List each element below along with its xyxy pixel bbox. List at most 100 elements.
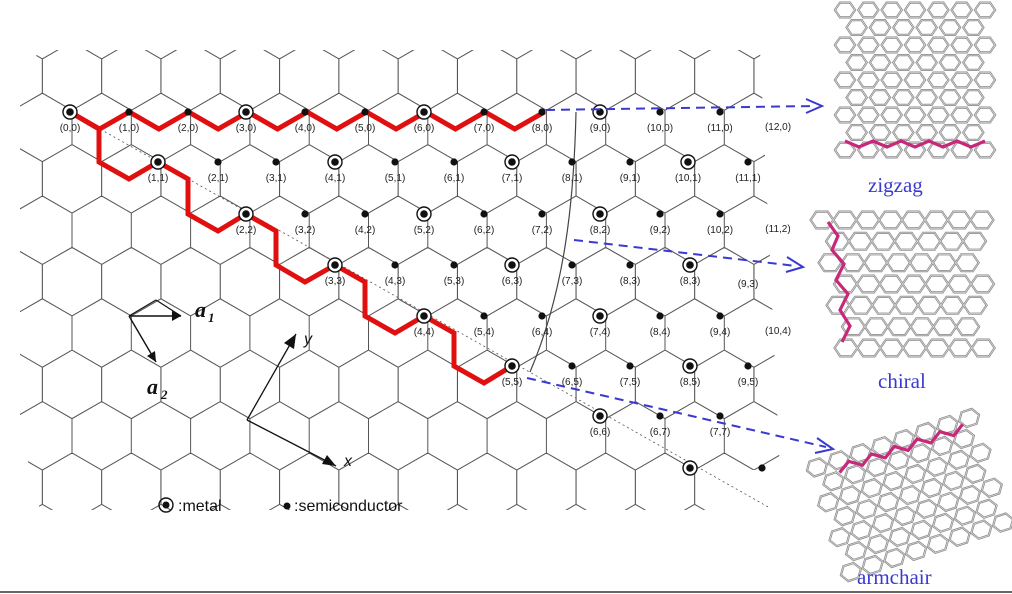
lattice-point: (5,3) bbox=[444, 261, 465, 287]
metal-point-dot bbox=[596, 412, 604, 420]
lattice-point-label: (6,5) bbox=[562, 377, 583, 388]
tube-wall-highlight bbox=[834, 2, 996, 158]
lattice-point-label: (7,3) bbox=[562, 276, 583, 287]
lattice-point: (11,0) bbox=[707, 108, 733, 134]
semiconductor-point-dot bbox=[716, 312, 724, 320]
cutting-curve bbox=[529, 111, 577, 373]
lattice-point-label: (6,3) bbox=[502, 276, 523, 287]
lattice-point-label: (9,1) bbox=[620, 173, 641, 184]
semiconductor-point-dot bbox=[214, 158, 222, 166]
metal-point-dot bbox=[331, 261, 339, 269]
lattice-point-label: (3,0) bbox=[236, 123, 257, 134]
lattice-point-label: (8,5) bbox=[680, 377, 701, 388]
metal-point-dot bbox=[508, 261, 516, 269]
lattice-point-label: (7,4) bbox=[590, 327, 611, 338]
a2-arrowhead bbox=[147, 351, 156, 362]
lattice-point-label: (1,0) bbox=[119, 123, 140, 134]
lattice-point-label: (4,0) bbox=[295, 123, 316, 134]
lattice-point-label: (5,0) bbox=[355, 123, 376, 134]
tube-wall-highlight bbox=[806, 408, 1012, 582]
lattice-point: (4,0) bbox=[295, 108, 316, 134]
lattice-point-label: (11,0) bbox=[707, 123, 732, 134]
semiconductor-point-dot bbox=[656, 312, 664, 320]
armchair-guide-line bbox=[69, 111, 771, 509]
lattice-point: (7,0) bbox=[474, 108, 495, 134]
a2-subscript: 2 bbox=[160, 387, 168, 402]
lattice-point: (10,0) bbox=[647, 108, 673, 134]
chiral-label: chiral bbox=[878, 369, 926, 393]
lattice-point-label: (10,4) bbox=[765, 326, 791, 337]
metal-point-dot bbox=[242, 108, 250, 116]
lattice-point-label: (8,3) bbox=[680, 276, 701, 287]
unit-vectors: a 1 a 2 bbox=[128, 297, 215, 402]
semiconductor-point-dot bbox=[758, 464, 766, 472]
zigzag-arrowhead bbox=[805, 98, 825, 114]
lattice-point: (6,7) bbox=[650, 412, 670, 438]
lattice-point: (7,5) bbox=[620, 362, 640, 388]
lattice-point-label: (6,4) bbox=[532, 327, 553, 338]
armchair-arrow bbox=[526, 377, 827, 448]
graphene-lattice bbox=[20, 50, 780, 510]
lattice-point: (10,2) bbox=[707, 210, 733, 236]
armchair-arrowhead bbox=[814, 437, 836, 454]
x-axis-label: x bbox=[343, 453, 353, 470]
metal-point-dot bbox=[686, 261, 694, 269]
lattice-point-label: (7,0) bbox=[474, 123, 495, 134]
lattice-point: (8,0) bbox=[532, 108, 552, 134]
semiconductor-point-dot bbox=[538, 108, 546, 116]
lattice-point: (12,0) bbox=[765, 122, 791, 133]
lattice-point: (2,2) bbox=[236, 206, 256, 236]
lattice-point: (2,1) bbox=[208, 158, 228, 184]
lattice-point-label: (11,1) bbox=[735, 173, 760, 184]
semiconductor-point-dot bbox=[656, 412, 664, 420]
lattice-point-label: (5,3) bbox=[444, 276, 465, 287]
lattice-point: (7,3) bbox=[562, 261, 583, 287]
lattice-point: (9,1) bbox=[620, 158, 641, 184]
chiral-arrow bbox=[573, 239, 797, 267]
armchair-edge-path bbox=[68, 109, 514, 386]
semiconductor-point-dot bbox=[272, 158, 280, 166]
semiconductor-point-dot bbox=[626, 362, 634, 370]
metal-point-dot bbox=[508, 158, 516, 166]
zigzag-nanotube-image bbox=[833, 1, 997, 159]
lattice-point-label: (6,2) bbox=[474, 225, 495, 236]
lattice-point: (6,6) bbox=[590, 408, 610, 438]
zigzag-arrow bbox=[545, 105, 816, 111]
lattice-point: (5,1) bbox=[385, 158, 405, 184]
lattice-point bbox=[758, 464, 766, 472]
lattice-point: (4,3) bbox=[385, 261, 406, 287]
semiconductor-point-dot bbox=[656, 210, 664, 218]
lattice-point: (6,0) bbox=[414, 104, 434, 134]
semiconductor-point-dot bbox=[716, 108, 724, 116]
semiconductor-point-dot bbox=[626, 158, 634, 166]
lattice-point: (8,2) bbox=[590, 206, 610, 236]
lattice-point: (7,2) bbox=[532, 210, 552, 236]
lattice-point: (6,3) bbox=[502, 257, 523, 287]
lattice-point-label: (9,0) bbox=[590, 123, 611, 134]
lattice-point: (11,1) bbox=[735, 158, 761, 184]
semiconductor-point-dot bbox=[568, 158, 576, 166]
lattice-point: (4,2) bbox=[355, 210, 376, 236]
metal-point-dot bbox=[686, 464, 694, 472]
semiconductor-point-dot bbox=[538, 210, 546, 218]
lattice-point: (9,3) bbox=[738, 279, 759, 290]
semiconductor-point-dot bbox=[568, 362, 576, 370]
semiconductor-point-dot bbox=[538, 312, 546, 320]
lattice-point-label: (10,1) bbox=[675, 173, 701, 184]
lattice-point-label: (4,3) bbox=[385, 276, 406, 287]
lattice-point: (8,3) bbox=[620, 261, 640, 287]
y-axis-label: y bbox=[303, 331, 313, 348]
lattice-point: (0,0) bbox=[60, 104, 80, 134]
lattice-point-label: (4,2) bbox=[355, 225, 376, 236]
semiconductor-point-dot bbox=[656, 108, 664, 116]
lattice-point-label: (9,5) bbox=[738, 377, 759, 388]
chiral-arrowhead bbox=[785, 256, 806, 273]
semiconductor-point-dot bbox=[125, 108, 133, 116]
tube-arrows bbox=[526, 98, 836, 454]
lattice-point-label: (8,4) bbox=[650, 327, 671, 338]
semiconductor-point-dot bbox=[450, 158, 458, 166]
lattice-point: (3,1) bbox=[266, 158, 286, 184]
lattice-point-label: (1,1) bbox=[148, 173, 169, 184]
semiconductor-point-dot bbox=[568, 261, 576, 269]
